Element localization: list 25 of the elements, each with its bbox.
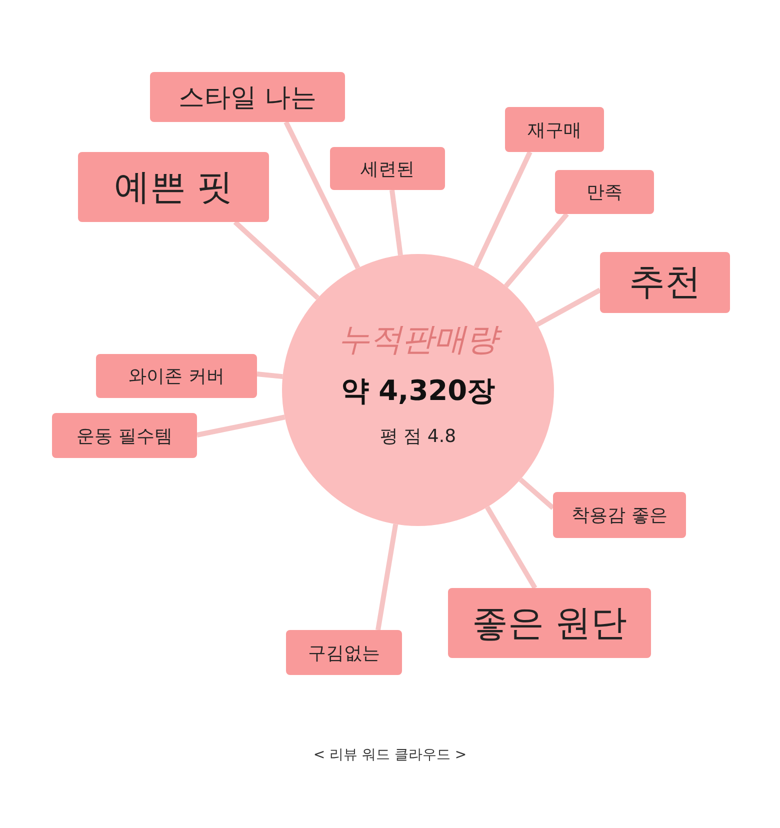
connector-line — [376, 524, 398, 630]
keyword-box: 운동 필수템 — [52, 413, 197, 458]
connector-line — [474, 150, 532, 268]
sales-count: 약 4,320장 — [340, 373, 496, 409]
connector-line — [196, 414, 286, 438]
keyword-box: 추천 — [600, 252, 730, 313]
connector-line — [536, 288, 602, 327]
keyword-box: 만족 — [555, 170, 654, 214]
connector-line — [233, 220, 320, 300]
connector-line — [485, 506, 538, 590]
keyword-box: 구김없는 — [286, 630, 402, 675]
connector-line — [504, 212, 569, 288]
keyword-box: 와이존 커버 — [96, 354, 257, 398]
connector-line — [284, 120, 360, 270]
caption: < 리뷰 워드 클라우드 > — [313, 746, 467, 764]
rating-text: 평 점 4.8 — [380, 425, 456, 448]
keyword-box: 좋은 원단 — [448, 588, 651, 658]
connector-line — [518, 478, 555, 510]
connector-line — [256, 372, 283, 380]
keyword-box: 재구매 — [505, 107, 604, 152]
keyword-box: 예쁜 핏 — [78, 152, 269, 222]
keyword-box: 스타일 나는 — [150, 72, 345, 122]
connector-line — [390, 190, 403, 256]
keyword-box: 착용감 좋은 — [553, 492, 686, 538]
keyword-box: 세련된 — [330, 147, 445, 190]
